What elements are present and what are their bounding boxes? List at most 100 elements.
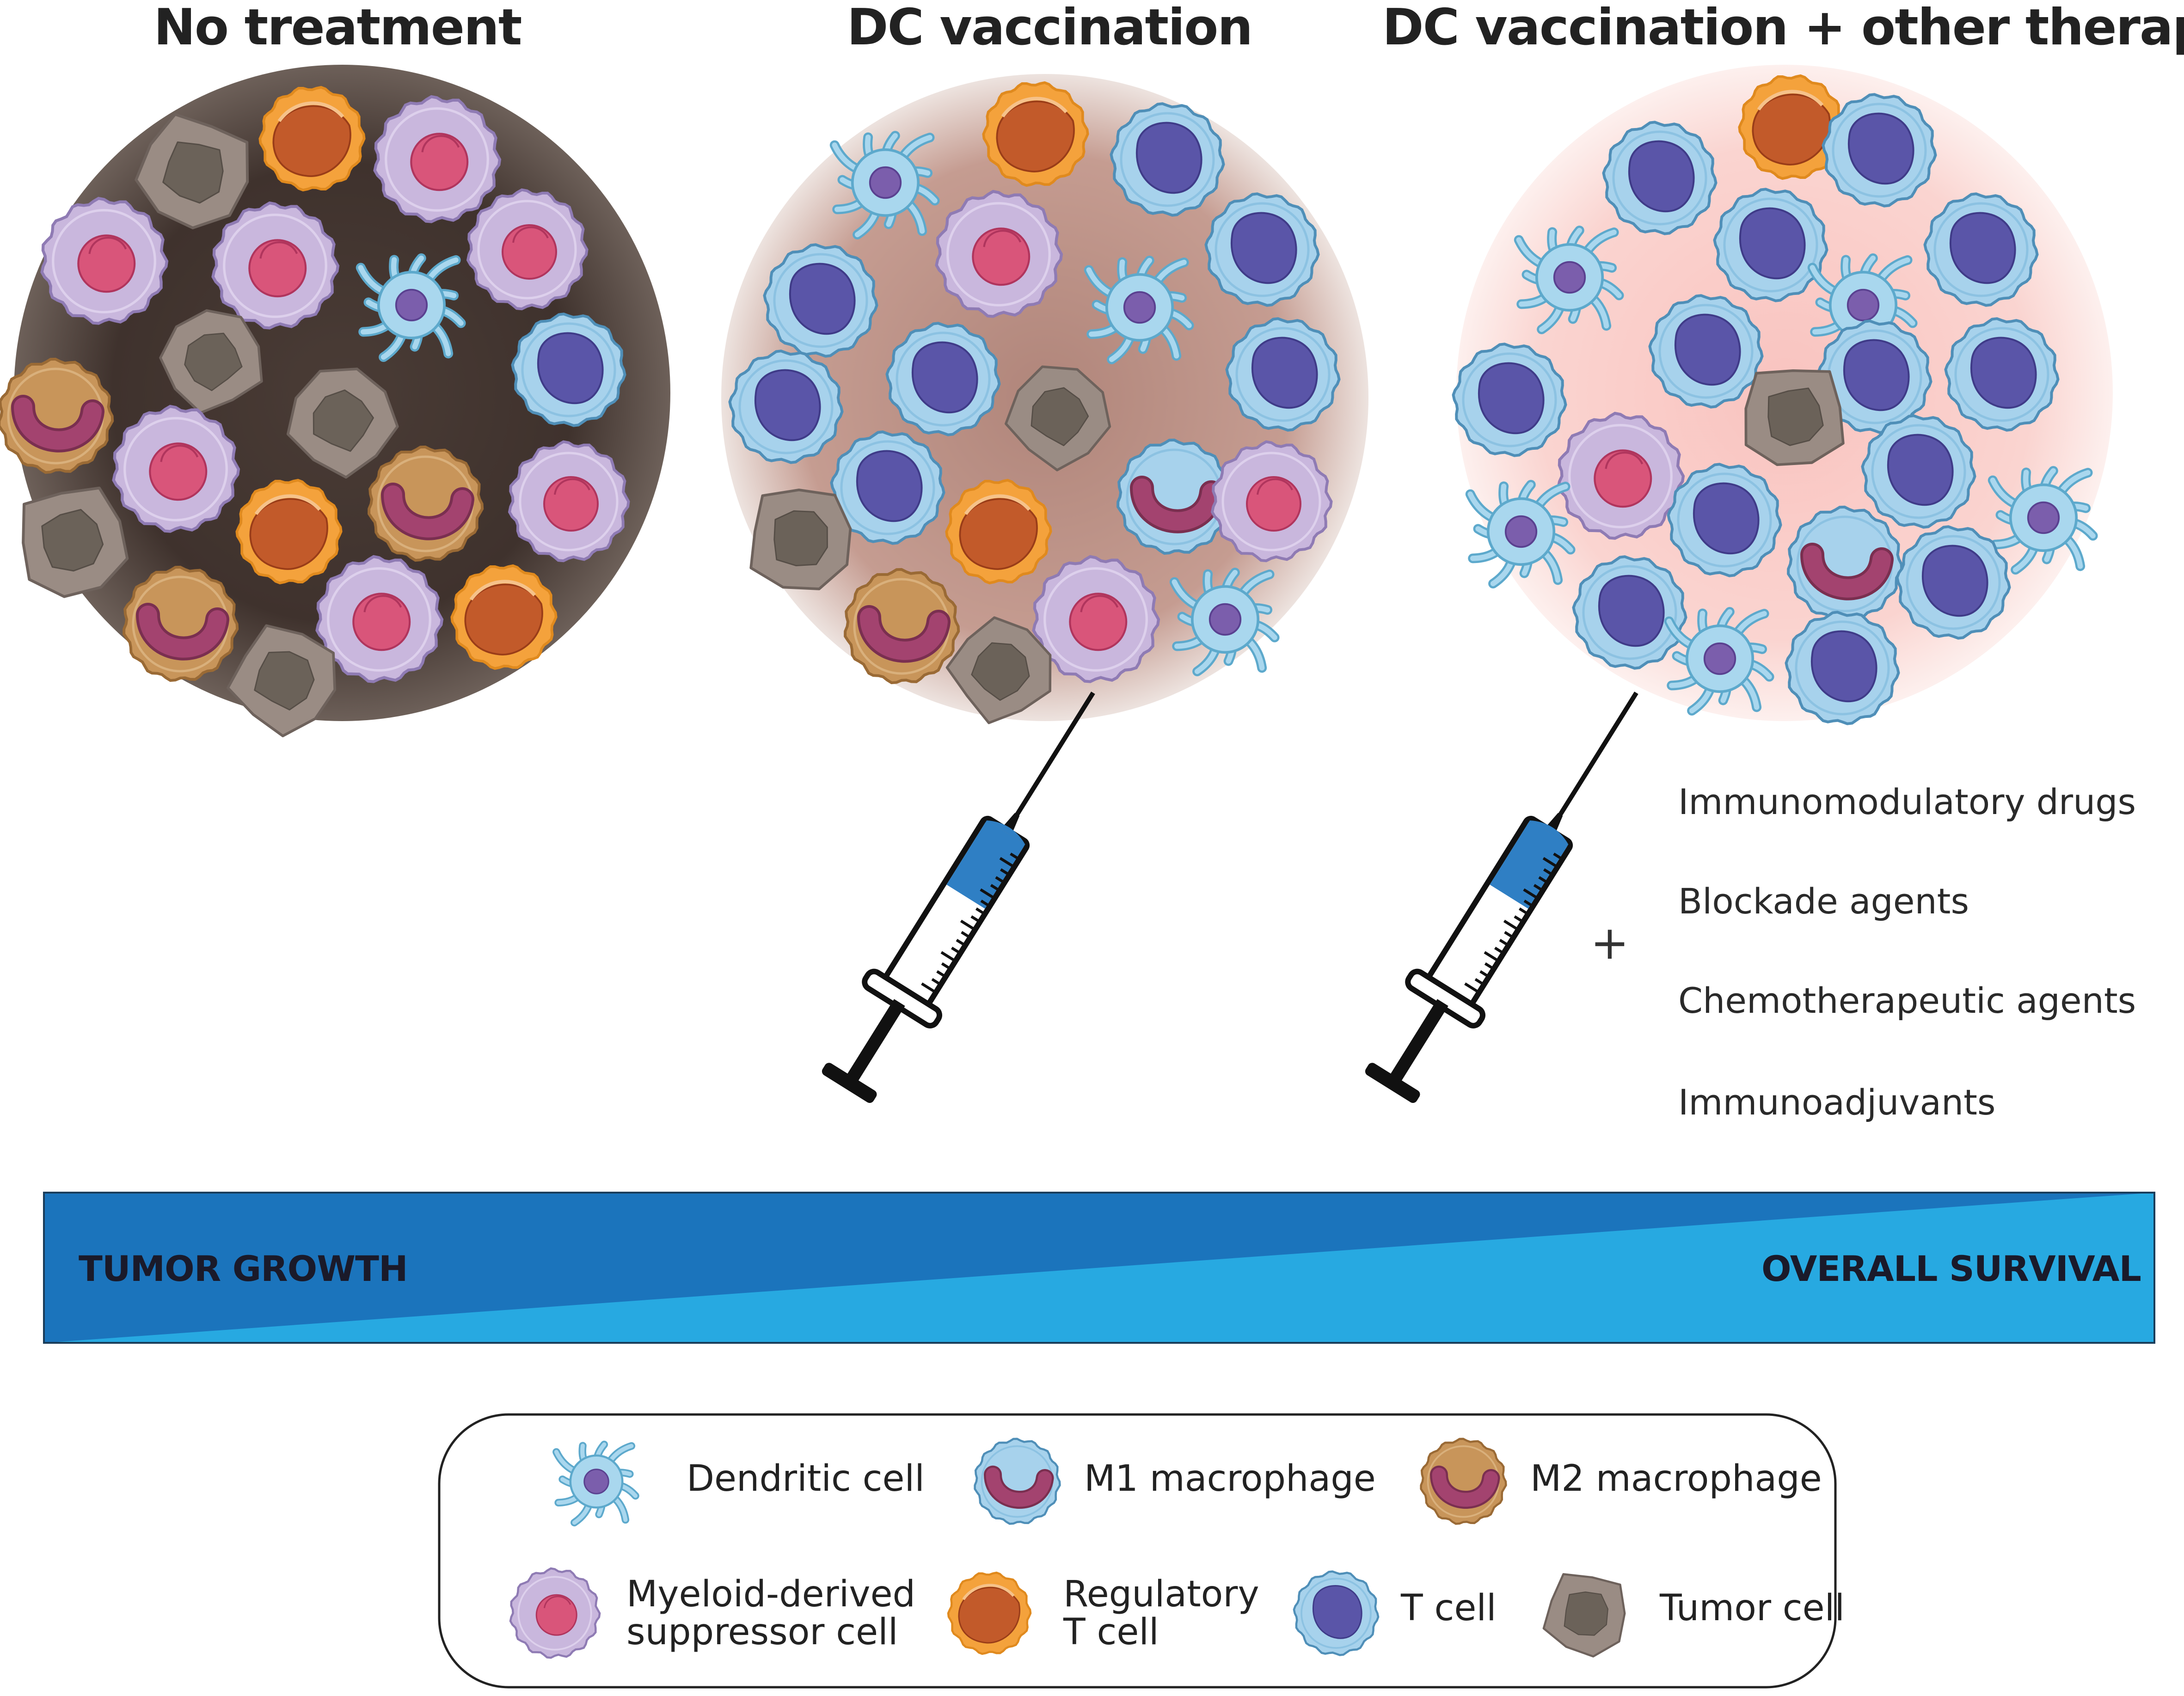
legend-label-regulatory-t-cell: Regulatory T cell [1063,1575,1259,1651]
tumor-cell [22,486,129,598]
m2-macrophage [368,445,484,562]
tumor-cell [286,367,399,479]
t-cell [1204,192,1320,307]
dendritic-cell-icon [552,1440,639,1527]
t-cell [1861,414,1976,529]
therapy-chemotherapeutic-agents: Chemotherapeutic agents [1678,980,2136,1021]
t-cell [1225,317,1341,432]
dendritic-cell [1084,256,1194,364]
t-cell [1822,93,1937,208]
dendritic-cell [1514,226,1624,334]
t-cell-icon [1293,1570,1380,1656]
cells-layer [0,74,2098,737]
t-cell [1110,102,1225,217]
legend-label-mdsc-line2: suppressor cell [626,1611,898,1653]
regulatory-t-cell [450,564,558,670]
legend-label-dendritic-cell-line1: Dendritic cell [687,1458,925,1500]
tumor-cell [749,488,852,590]
legend-label-m1-macrophage-line1: M1 macrophage [1084,1458,1376,1500]
m2-macrophage [0,357,114,474]
t-cell [1944,317,2060,432]
tumor-cell [227,624,337,737]
dendritic-cell [1664,607,1774,716]
gradient-bar [43,1192,2155,1344]
myeloid-derived-suppressor-cell [211,201,340,330]
t-cell [728,349,844,464]
regulatory-t-cell [945,478,1052,585]
dendritic-cell [1465,480,1576,588]
legend-label-tumor-cell: Tumor cell [1660,1589,1845,1627]
dendritic-cell [356,253,466,362]
t-cell [1817,319,1932,434]
legend-label-t-cell-line1: T cell [1401,1587,1497,1629]
m2-macrophage [123,565,239,682]
legend-label-regulatory-t-cell-line1: Regulatory [1063,1574,1259,1615]
m1-macrophage-icon [974,1438,1061,1525]
myeloid-derived-suppressor-cell [315,555,444,683]
tumor-cell-icon [1542,1573,1626,1658]
m2-macrophage [844,568,960,685]
myeloid-derived-suppressor-cell [1032,555,1160,683]
syringe-combination [1365,692,1638,1103]
legend-label-mdsc: Myeloid-derived suppressor cell [626,1575,915,1651]
therapy-immunoadjuvants: Immunoadjuvants [1678,1082,1996,1123]
syringes-layer [822,692,1638,1103]
panel-title-dc-vaccination-other: DC vaccination + other therapies [1382,0,2184,56]
t-cell [763,243,878,358]
plus-sign: + [1590,916,1629,970]
regulatory-t-cell [258,86,366,192]
legend-label-m1-macrophage: M1 macrophage [1084,1460,1376,1498]
tumor-cell [135,113,249,229]
myeloid-derived-suppressor-cell [508,440,630,563]
panel-title-dc-vaccination: DC vaccination [847,0,1253,56]
tumor-growth-label: TUMOR GROWTH [79,1248,408,1289]
legend-label-mdsc-line1: Myeloid-derived [626,1574,916,1615]
gradient-bar-dark-wedge [44,1193,2154,1343]
overall-survival-label: OVERALL SURVIVAL [1761,1248,2141,1289]
t-cell [1785,611,1900,725]
t-cell [885,322,1001,436]
t-cell [1602,121,1718,235]
m1-macrophage [1787,505,1903,622]
myeloid-derived-suppressor-cell [373,95,502,223]
legend-icons [509,1438,1626,1659]
therapy-blockade-agents: Blockade agents [1678,881,1969,922]
syringe-dc-vaccination [822,692,1095,1103]
legend-label-t-cell: T cell [1401,1589,1497,1627]
regulatory-t-cell [1738,74,1845,180]
legend-label-dendritic-cell: Dendritic cell [687,1460,925,1498]
t-cell [1667,463,1782,577]
m1-macrophage [1117,438,1233,555]
regulatory-t-cell [982,81,1089,187]
t-cell [1713,188,1828,302]
t-cell [1452,343,1567,457]
therapy-immunomodulatory-drugs: Immunomodulatory drugs [1678,781,2136,822]
t-cell [1572,555,1687,670]
gradient-bar-outline [43,1192,2155,1344]
myeloid-derived-suppressor-cell [112,404,240,533]
myeloid-derived-suppressor-cell [935,190,1063,318]
dendritic-cell [1988,466,2098,575]
tumor-cell [1744,369,1845,466]
dendritic-cell [1169,568,1280,676]
regulatory-t-cell [235,478,343,585]
myeloid-derived-suppressor-cell [466,188,589,311]
myeloid-derived-suppressor-cell [1557,411,1685,540]
tumor-cell [945,616,1052,724]
myeloid-derived-suppressor-cell [40,196,169,325]
m2-macrophage-icon [1420,1438,1507,1525]
t-cell [1648,294,1764,409]
t-cell [511,312,626,427]
t-cell [1896,525,2011,640]
t-cell [1923,192,2039,307]
legend-label-regulatory-t-cell-line2: T cell [1063,1611,1159,1653]
regulatory-t-cell-icon [947,1571,1032,1655]
panel-title-no-treatment: No treatment [153,0,522,56]
legend-label-m2-macrophage-line1: M2 macrophage [1530,1458,1822,1500]
myeloid-derived-suppressor-cell [1210,440,1333,563]
dendritic-cell [829,131,940,239]
legend-label-m2-macrophage: M2 macrophage [1530,1460,1822,1498]
tumor-cell [159,309,263,414]
